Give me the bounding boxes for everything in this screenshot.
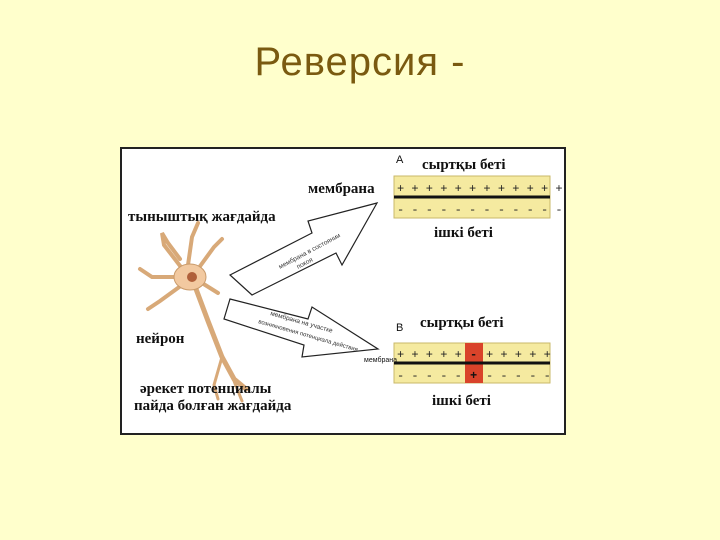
rest-state-label: тыныштық жағдайда — [128, 209, 276, 225]
panel-b-top-right-charges: + + + + + — [486, 348, 551, 362]
slide-title: Реверсия - — [254, 40, 466, 84]
membrane-panel-b: + + + + + + + + + + - - - - - - - - - - … — [393, 342, 551, 384]
membrane-panel-a: + + + + + + + + + + + + - - - - - - - - … — [393, 175, 563, 219]
arrow-action-potential: мембрана на участке возникновения потенц… — [223, 298, 380, 358]
action-potential-label-line2: пайда болған жағдайда — [134, 398, 292, 414]
arrow-resting: мембрана в состоянии покоя — [228, 202, 379, 296]
panel-b-bottom-left-charges: - - - - - — [397, 369, 462, 383]
reversed-top-charge: - — [470, 348, 477, 362]
panel-a-letter: А — [396, 154, 404, 166]
reversed-bottom-charge: + — [470, 369, 477, 383]
panel-b-outer-surface-label: сыртқы беті — [420, 315, 504, 331]
panel-b-top-left-charges: + + + + + — [397, 348, 462, 362]
panel-a-inner-surface-label: ішкі беті — [434, 225, 493, 241]
panel-a-membrane-label: мембрана — [308, 181, 375, 197]
neuron-label: нейрон — [136, 331, 185, 347]
panel-b-letter: В — [396, 322, 404, 334]
panel-b-membrane-label: мембрана — [364, 357, 397, 364]
panel-a-top-charges: + + + + + + + + + + + + — [397, 182, 563, 196]
diagram-graphic: + + + + + + + + + + + + - - - - - - - - … — [138, 175, 563, 403]
panel-a-outer-surface-label: сыртқы беті — [422, 157, 506, 173]
action-potential-label-line1: әрекет потенциалы — [140, 381, 272, 397]
panel-b-inner-surface-label: ішкі беті — [432, 393, 491, 409]
membrane-diagram: + + + + + + + + + + + + - - - - - - - - … — [120, 147, 566, 435]
panel-b-bottom-right-charges: - - - - - — [486, 369, 551, 383]
panel-a-bottom-charges: - - - - - - - - - - - - — [397, 203, 563, 217]
neuron-illustration — [138, 221, 249, 403]
